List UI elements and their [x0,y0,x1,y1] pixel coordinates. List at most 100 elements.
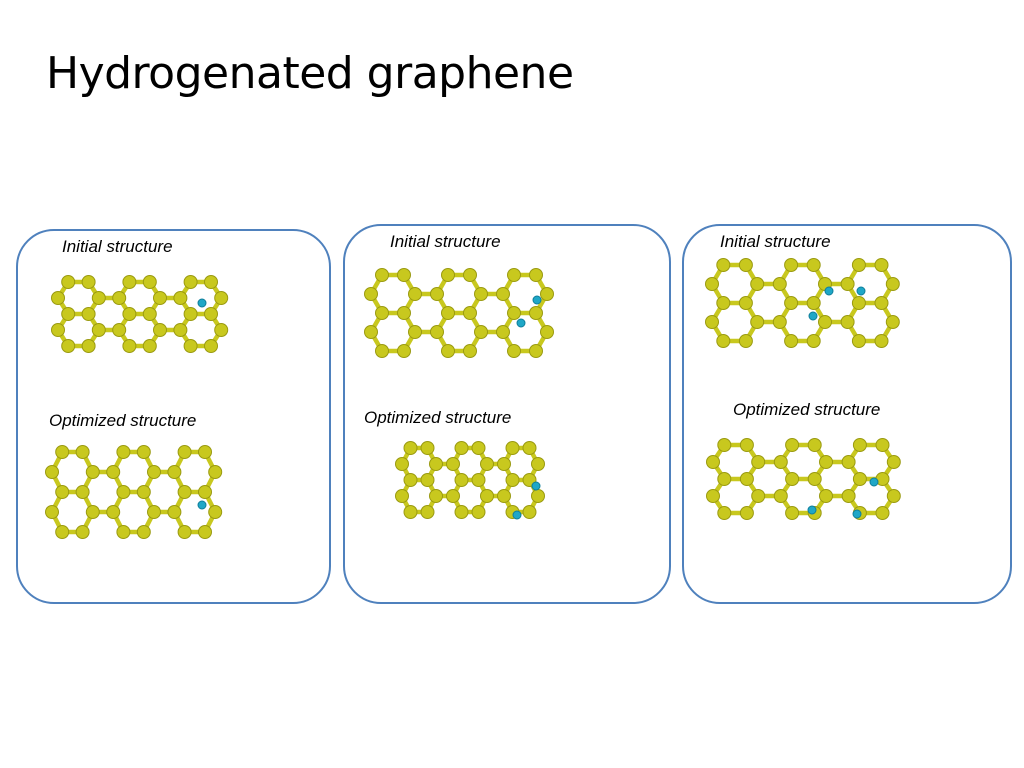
carbon-atom [739,506,754,520]
carbon-atom [51,323,65,337]
carbon-atom [397,306,411,320]
carbon-atom [177,525,192,539]
carbon-atom [136,445,151,459]
carbon-atom [531,489,545,503]
carbon-atom [738,296,753,310]
carbon-atom [496,325,510,339]
carbon-atom [819,455,833,469]
slide-title: Hydrogenated graphene [46,48,574,99]
carbon-atom [395,457,409,471]
carbon-atom [214,323,229,337]
carbon-atom [112,323,127,337]
carbon-atom [397,344,411,358]
carbon-atom [773,455,788,469]
carbon-atom [717,438,732,452]
carbon-atom [875,506,890,520]
carbon-atom [529,344,543,358]
carbon-atom [430,325,444,339]
initial-structure-label: Initial structure [62,237,173,256]
optimized-structure-molecule [395,441,545,520]
carbon-atom [717,472,732,486]
carbon-atom [61,339,76,353]
carbon-atom [429,489,443,503]
carbon-atom [136,525,151,539]
carbon-atom [874,258,889,272]
carbon-atom [818,315,832,329]
carbon-atom [529,306,543,320]
carbon-atom [841,489,856,503]
carbon-atom [739,438,754,452]
carbon-atom [208,465,223,479]
carbon-atom [706,489,720,503]
carbon-atom [375,344,389,358]
hydrogen-atom [824,286,834,296]
carbon-atom [364,325,378,339]
carbon-atom [81,339,96,353]
carbon-atom [173,323,188,337]
carbon-atom [886,489,901,503]
carbon-atom [183,307,198,321]
carbon-atom [738,334,753,348]
carbon-atom [886,455,901,469]
carbon-atom [522,441,537,455]
carbon-atom [529,268,543,282]
carbon-atom [840,315,855,329]
carbon-atom [784,296,799,310]
carbon-atom [122,275,137,289]
carbon-atom [497,489,511,503]
carbon-atom [841,455,856,469]
carbon-atom [116,445,131,459]
carbon-atom [429,457,443,471]
carbon-atom [85,465,100,479]
carbon-atom [75,525,90,539]
carbon-atom [851,296,866,310]
carbon-atom [716,334,731,348]
hydrogen-atom [852,509,862,519]
carbon-atom [420,441,435,455]
carbon-atom [142,307,157,321]
carbon-atom [717,506,732,520]
carbon-atom [785,506,800,520]
carbon-atom [507,344,521,358]
carbon-atom [106,465,121,479]
carbon-atom [441,306,455,320]
carbon-atom [147,465,161,479]
carbon-atom [91,291,106,305]
carbon-atom [716,296,731,310]
carbon-atom [147,505,161,519]
carbon-atom [750,315,765,329]
carbon-atom [441,344,455,358]
carbon-atom [45,465,59,479]
carbon-atom [851,258,866,272]
carbon-atom [819,489,833,503]
carbon-atom [784,334,799,348]
carbon-atom [540,287,554,301]
carbon-atom [142,275,157,289]
hydrogen-atom [807,505,817,515]
carbon-atom [55,485,70,499]
carbon-atom [480,457,494,471]
carbon-atom [739,472,754,486]
carbon-atom [852,472,867,486]
hydrogen-atom [516,318,526,328]
carbon-atom [807,438,822,452]
carbon-atom [403,473,418,487]
carbon-atom [505,473,520,487]
carbon-atom [61,307,76,321]
carbon-atom [75,445,90,459]
hydrogen-atom [512,510,522,520]
carbon-atom [55,445,70,459]
carbon-atom [463,306,477,320]
carbon-atom [505,441,520,455]
carbon-atom [75,485,90,499]
carbon-atom [463,268,477,282]
optimized-structure-molecule [45,445,223,539]
carbon-atom [173,291,188,305]
hydrogen-atom [856,286,866,296]
carbon-atom [85,505,100,519]
carbon-atom [463,344,477,358]
carbon-atom [751,455,766,469]
carbon-atom [420,473,435,487]
carbon-atom [496,287,510,301]
carbon-atom [116,525,131,539]
